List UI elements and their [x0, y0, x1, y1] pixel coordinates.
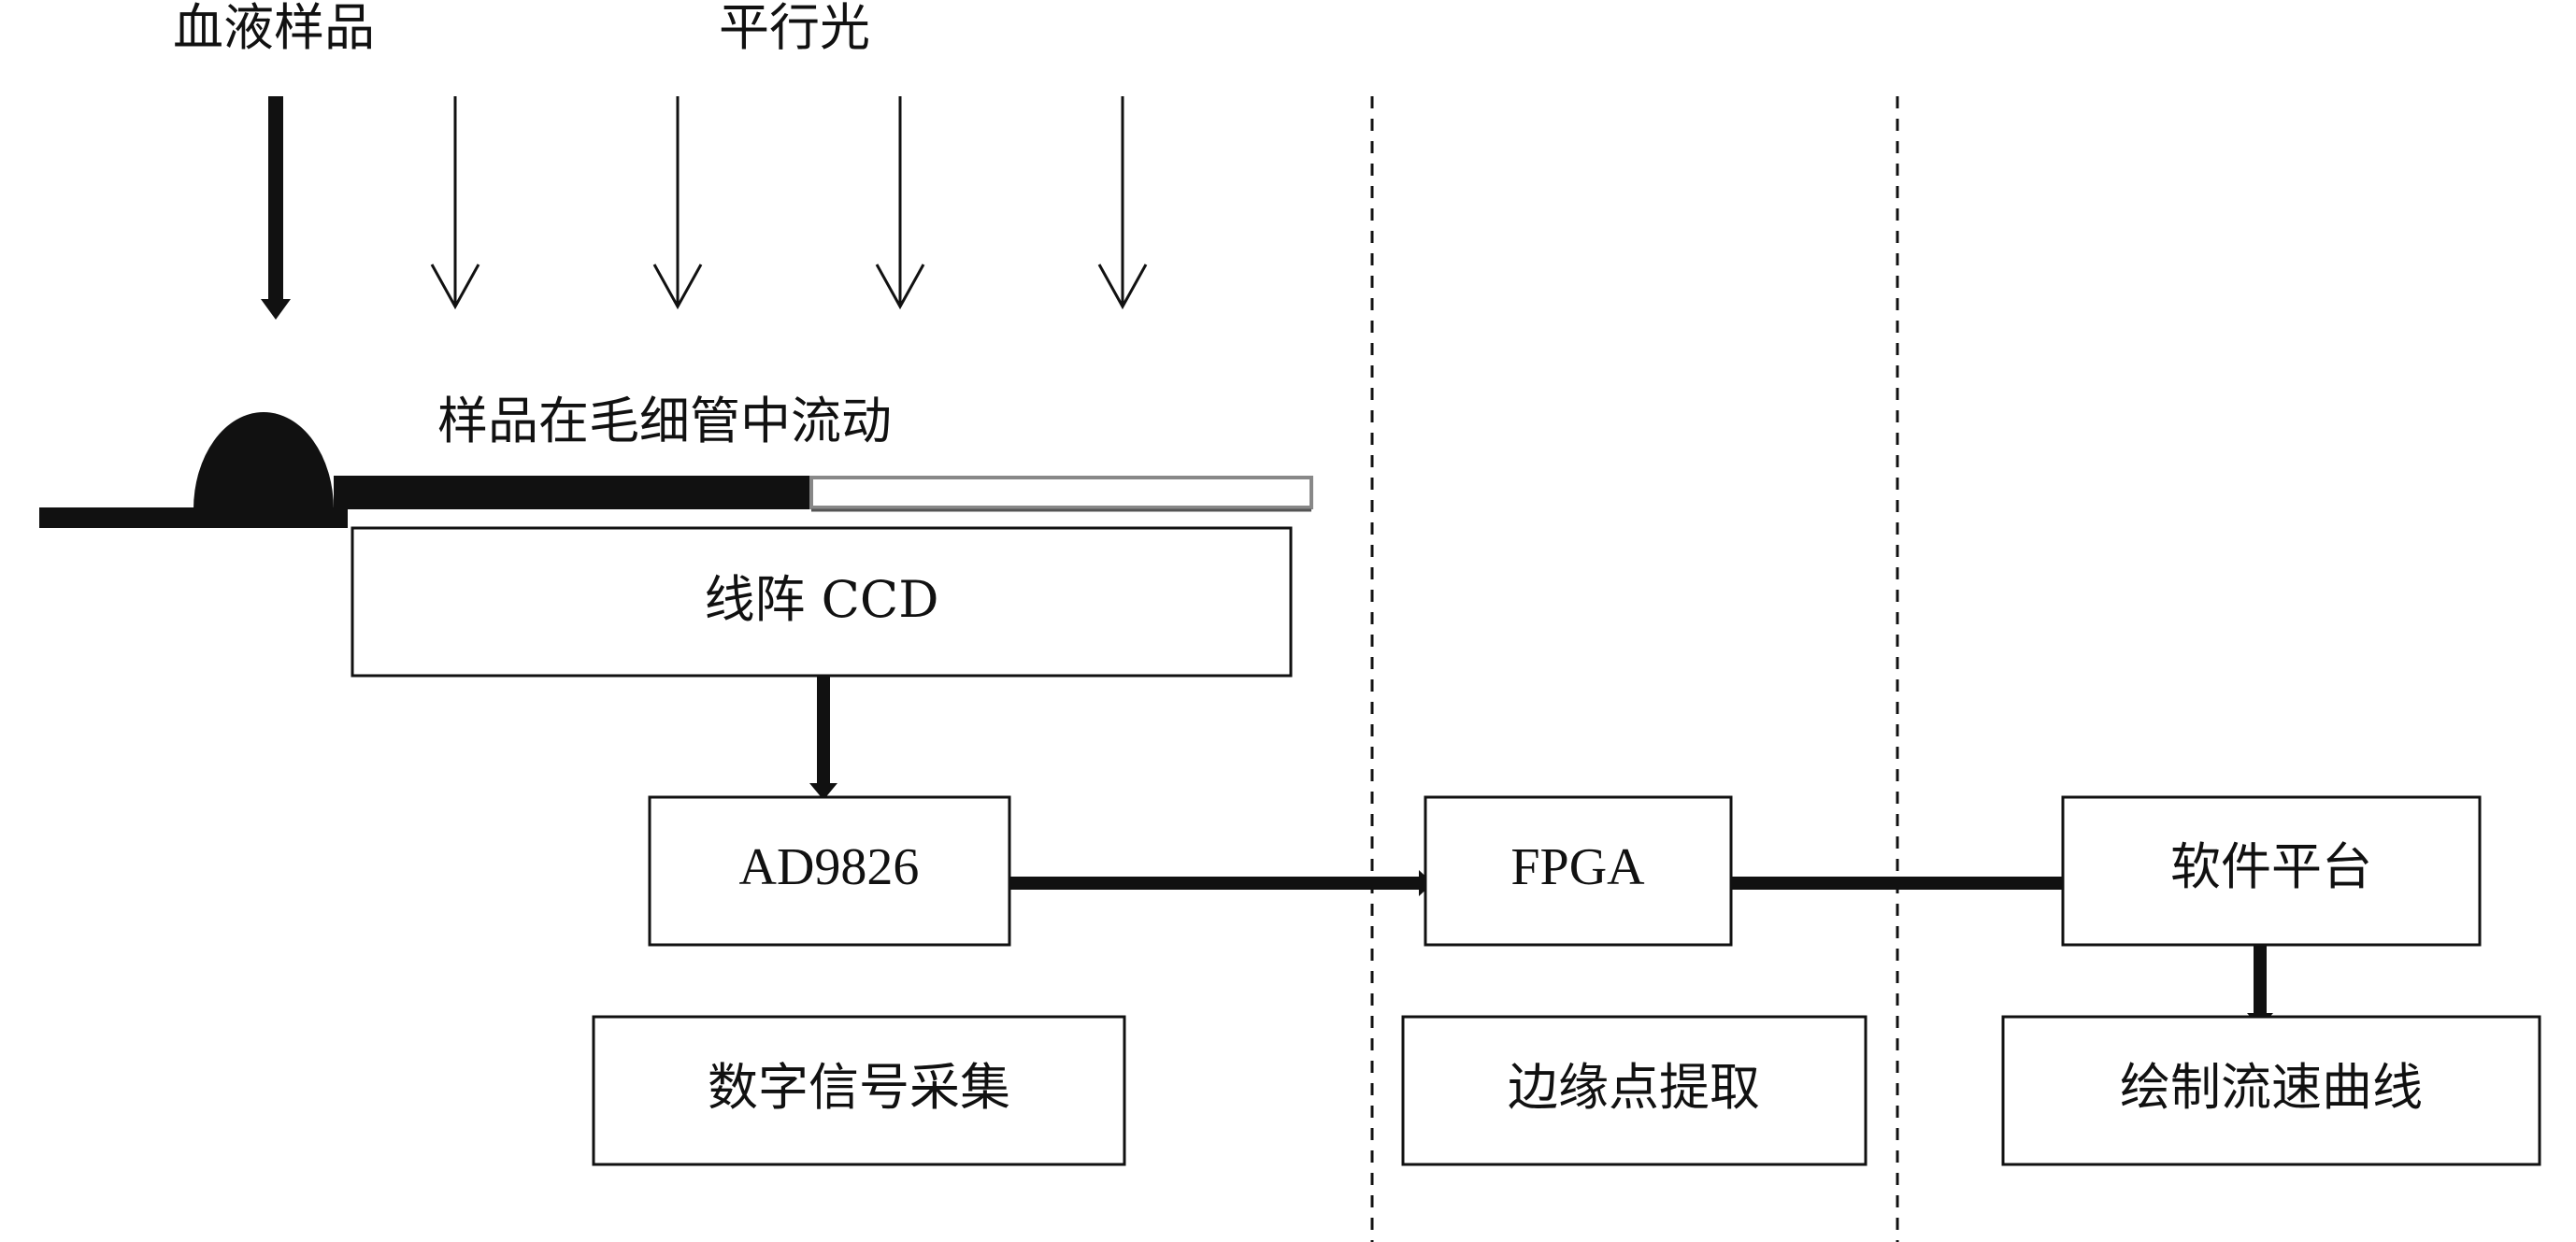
digital-acquisition-label: 数字信号采集: [708, 1058, 1010, 1117]
edge-extraction-label: 边缘点提取: [1508, 1058, 1760, 1117]
parallel-light-arrow: [1097, 96, 1148, 310]
adc-to-fpga-arrow: [1009, 870, 1433, 896]
digital-acquisition-block: 数字信号采集: [592, 1015, 1126, 1166]
tube-empty-section: [809, 476, 1313, 509]
parallel-light-arrow: [430, 96, 480, 310]
parallel-light-label: 平行光: [719, 0, 870, 57]
software-block: 软件平台: [2061, 795, 2482, 947]
adc-label: AD9826: [739, 838, 920, 896]
ccd-to-adc-arrow: [809, 676, 837, 800]
blood-sample-label: 血液样品: [173, 0, 375, 57]
sample-flow-label: 样品在毛细管中流动: [437, 392, 892, 450]
fpga-block: FPGA: [1424, 795, 1733, 947]
draw-curve-label: 绘制流速曲线: [2120, 1058, 2423, 1117]
fpga-label: FPGA: [1510, 838, 1645, 896]
blood-drop-arrow: [261, 96, 291, 320]
linear-ccd-label: 线阵 CCD: [704, 570, 938, 629]
capillary-tube: [39, 412, 1313, 528]
tube-filled-section: [334, 476, 811, 509]
linear-ccd-block: 线阵 CCD: [351, 526, 1293, 678]
draw-curve-block: 绘制流速曲线: [2001, 1015, 2541, 1166]
edge-extraction-block: 边缘点提取: [1401, 1015, 1868, 1166]
fpga-to-software-arrow: [1731, 870, 2078, 896]
tube-base: [39, 507, 348, 528]
software-label: 软件平台: [2170, 837, 2372, 896]
adc-block: AD9826: [648, 795, 1011, 947]
parallel-light-arrow: [652, 96, 703, 310]
blood-drop: [193, 412, 334, 509]
parallel-light-arrow: [875, 96, 925, 310]
